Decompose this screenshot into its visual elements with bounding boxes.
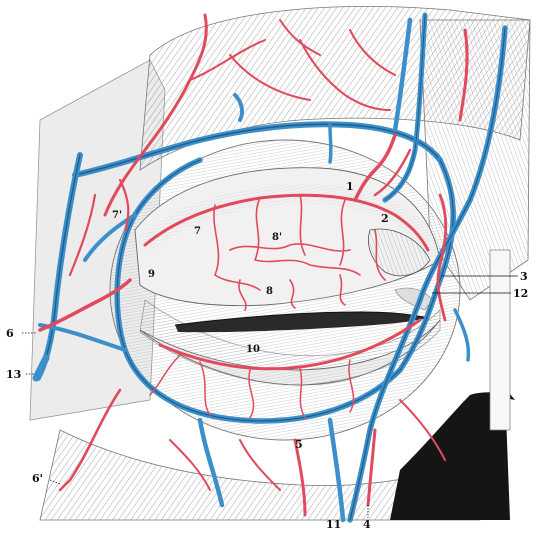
label-7-prime: 7' [112, 210, 122, 221]
label-7: 7 [194, 226, 201, 237]
label-8: 8 [266, 286, 273, 297]
label-4: 4 [363, 518, 371, 531]
label-11: 11 [326, 518, 341, 531]
label-1: 1 [346, 180, 354, 193]
label-6-prime: 6' [32, 472, 43, 485]
veins [32, 12, 508, 523]
label-10: 10 [246, 344, 260, 355]
label-8-prime: 8' [272, 232, 282, 243]
label-12: 12 [513, 287, 528, 300]
annotation-labels: 1 2 3 12 4 5 11 6 13 6' 7 7' 8 8' 9 10 [6, 180, 528, 531]
label-3: 3 [520, 270, 528, 283]
label-5: 5 [295, 438, 303, 451]
label-13: 13 [6, 368, 21, 381]
arteries [38, 13, 469, 517]
label-6: 6 [6, 327, 14, 340]
label-2: 2 [381, 212, 389, 225]
palpebral-fissure [174, 311, 429, 333]
label-9: 9 [148, 269, 155, 280]
